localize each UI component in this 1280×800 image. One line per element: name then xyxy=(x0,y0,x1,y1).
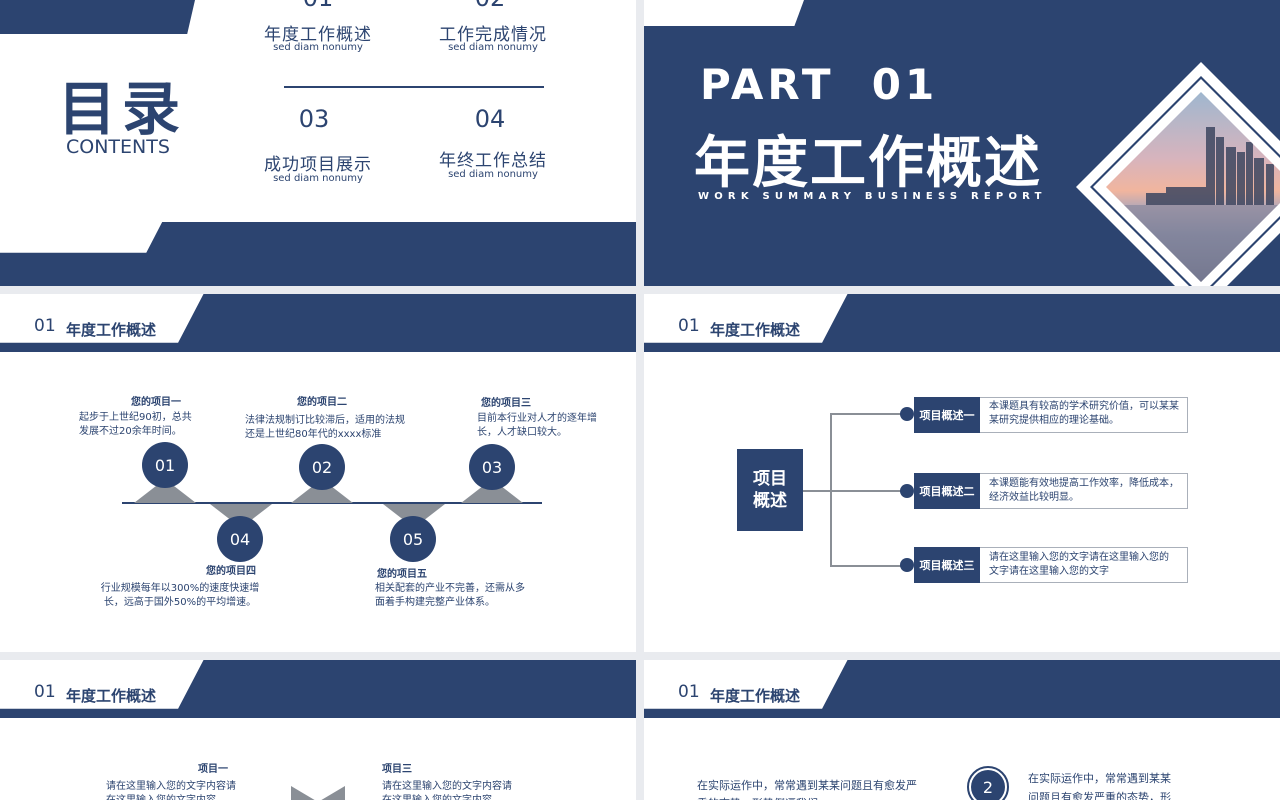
contents-heading: 目录 xyxy=(58,75,187,143)
section-num: 01 xyxy=(678,316,700,336)
center-box: 项目概述 xyxy=(737,449,803,531)
project-3-text: 请在这里输入您的文字内容请在这里输入您的文字内容 xyxy=(382,781,512,800)
item-text-2: 法律法规制订比较滞后，适用的法规还是上世纪80年代的xxxx标准 xyxy=(245,415,405,440)
section-title: 年度工作概述 xyxy=(710,687,801,705)
part-subtitle: WORK SUMMARY BUSINESS REPORT xyxy=(698,191,1047,202)
center-label: 项目概述 xyxy=(753,469,787,511)
toc-title-3[interactable]: 成功项目展示 xyxy=(264,155,372,175)
x-shape xyxy=(291,786,345,800)
slide-overview-tree[interactable]: 01 年度工作概述 项目概述 项目概述一 本课题具有较高的学术研究价值，可以某某… xyxy=(644,294,1280,652)
toc-num-2: 02 xyxy=(430,0,550,12)
item-text-3: 目前本行业对人才的逐年增长，人才缺口较大。 xyxy=(477,413,597,438)
project-3-title: 项目三 xyxy=(382,764,412,775)
toc-sub-3: sed diam nonumy xyxy=(273,173,363,184)
section-title: 年度工作概述 xyxy=(66,321,157,339)
toc-sub-2: sed diam nonumy xyxy=(448,42,538,53)
right-paragraph: 在实际运作中，常常遇到某某问题且有愈发严重的态势，形势倒 xyxy=(1028,772,1171,800)
node-02[interactable]: 02 xyxy=(299,444,345,490)
connector-branch-3 xyxy=(830,565,906,567)
contents-heading-en: CONTENTS xyxy=(66,136,170,158)
toc-title-2[interactable]: 工作完成情况 xyxy=(439,25,547,45)
node-01[interactable]: 01 xyxy=(142,442,188,488)
project-1-title: 项目一 xyxy=(198,764,228,775)
dot-1 xyxy=(900,407,914,421)
toc-divider xyxy=(284,86,544,88)
number-circle: 2 xyxy=(971,770,1005,800)
toc-sub-1: sed diam nonumy xyxy=(273,42,363,53)
timeline-axis xyxy=(122,502,542,504)
item-title-3: 您的项目三 xyxy=(481,398,531,409)
section-title: 年度工作概述 xyxy=(66,687,157,705)
item-title-2: 您的项目二 xyxy=(297,397,347,408)
node-04[interactable]: 04 xyxy=(217,516,263,562)
slide-analysis[interactable]: 01 年度工作概述 在实际运作中，常常遇到某某问题且有愈发严重的态势，形势倒逼我… xyxy=(644,660,1280,800)
row-tag-3[interactable]: 项目概述三 xyxy=(914,547,980,583)
section-num: 01 xyxy=(34,682,56,702)
node-03[interactable]: 03 xyxy=(469,444,515,490)
left-paragraph: 在实际运作中，常常遇到某某问题且有愈发严重的态势，形势倒逼我们 xyxy=(697,779,917,800)
item-text-4: 行业规模每年以300%的速度快速增长，远高于国外50%的平均增速。 xyxy=(100,583,260,608)
part-label: PART 01 xyxy=(700,60,939,109)
item-title-1: 您的项目一 xyxy=(131,397,181,408)
top-white-notch xyxy=(644,0,804,26)
row-tag-2[interactable]: 项目概述二 xyxy=(914,473,980,509)
section-num: 01 xyxy=(678,682,700,702)
dot-2 xyxy=(900,484,914,498)
node-05[interactable]: 05 xyxy=(390,516,436,562)
connector-branch-1 xyxy=(830,413,906,415)
toc-title-1[interactable]: 年度工作概述 xyxy=(264,25,372,45)
item-text-5: 相关配套的产业不完善，还需从多面着手构建完整产业体系。 xyxy=(375,583,525,608)
item-title-5: 您的项目五 xyxy=(377,569,427,580)
section-title: 年度工作概述 xyxy=(710,321,801,339)
part-title: 年度工作概述 xyxy=(694,131,1042,196)
slide-contents[interactable]: 目录 CONTENTS 01 年度工作概述 sed diam nonumy 02… xyxy=(0,0,636,286)
number-ring xyxy=(967,766,1009,800)
toc-num-1: 01 xyxy=(258,0,378,12)
row-text-2: 本课题能有效地提高工作效率，降低成本，经济效益比较明显。 xyxy=(989,478,1179,503)
connector-trunk xyxy=(803,490,830,492)
row-tag-1[interactable]: 项目概述一 xyxy=(914,397,980,433)
toc-sub-4: sed diam nonumy xyxy=(448,169,538,180)
item-text-1: 起步于上世纪90初，总共发展不过20余年时间。 xyxy=(79,412,192,437)
slide-part-01[interactable]: PART 01 年度工作概述 WORK SUMMARY BUSINESS REP… xyxy=(644,0,1280,286)
toc-num-3: 03 xyxy=(298,105,330,133)
bottom-band xyxy=(0,222,636,286)
slide-projects[interactable]: 01 年度工作概述 项目一 请在这里输入您的文字内容请在这里输入您的文字内容 项… xyxy=(0,660,636,800)
row-text-3: 请在这里输入您的文字请在这里输入您的文字请在这里输入您的文字 xyxy=(989,552,1169,577)
section-num: 01 xyxy=(34,316,56,336)
project-1-text: 请在这里输入您的文字内容请在这里输入您的文字内容 xyxy=(106,781,236,800)
toc-title-4[interactable]: 年终工作总结 xyxy=(439,151,547,171)
row-text-1: 本课题具有较高的学术研究价值，可以某某某研究提供相应的理论基础。 xyxy=(989,401,1179,426)
toc-num-4: 04 xyxy=(474,105,506,133)
dot-3 xyxy=(900,558,914,572)
connector-branch-2 xyxy=(830,490,906,492)
item-title-4: 您的项目四 xyxy=(206,566,256,577)
top-left-band xyxy=(0,0,195,34)
slide-timeline[interactable]: 01 年度工作概述 01 02 03 04 05 您的项目一 起步于上世纪90初… xyxy=(0,294,636,652)
